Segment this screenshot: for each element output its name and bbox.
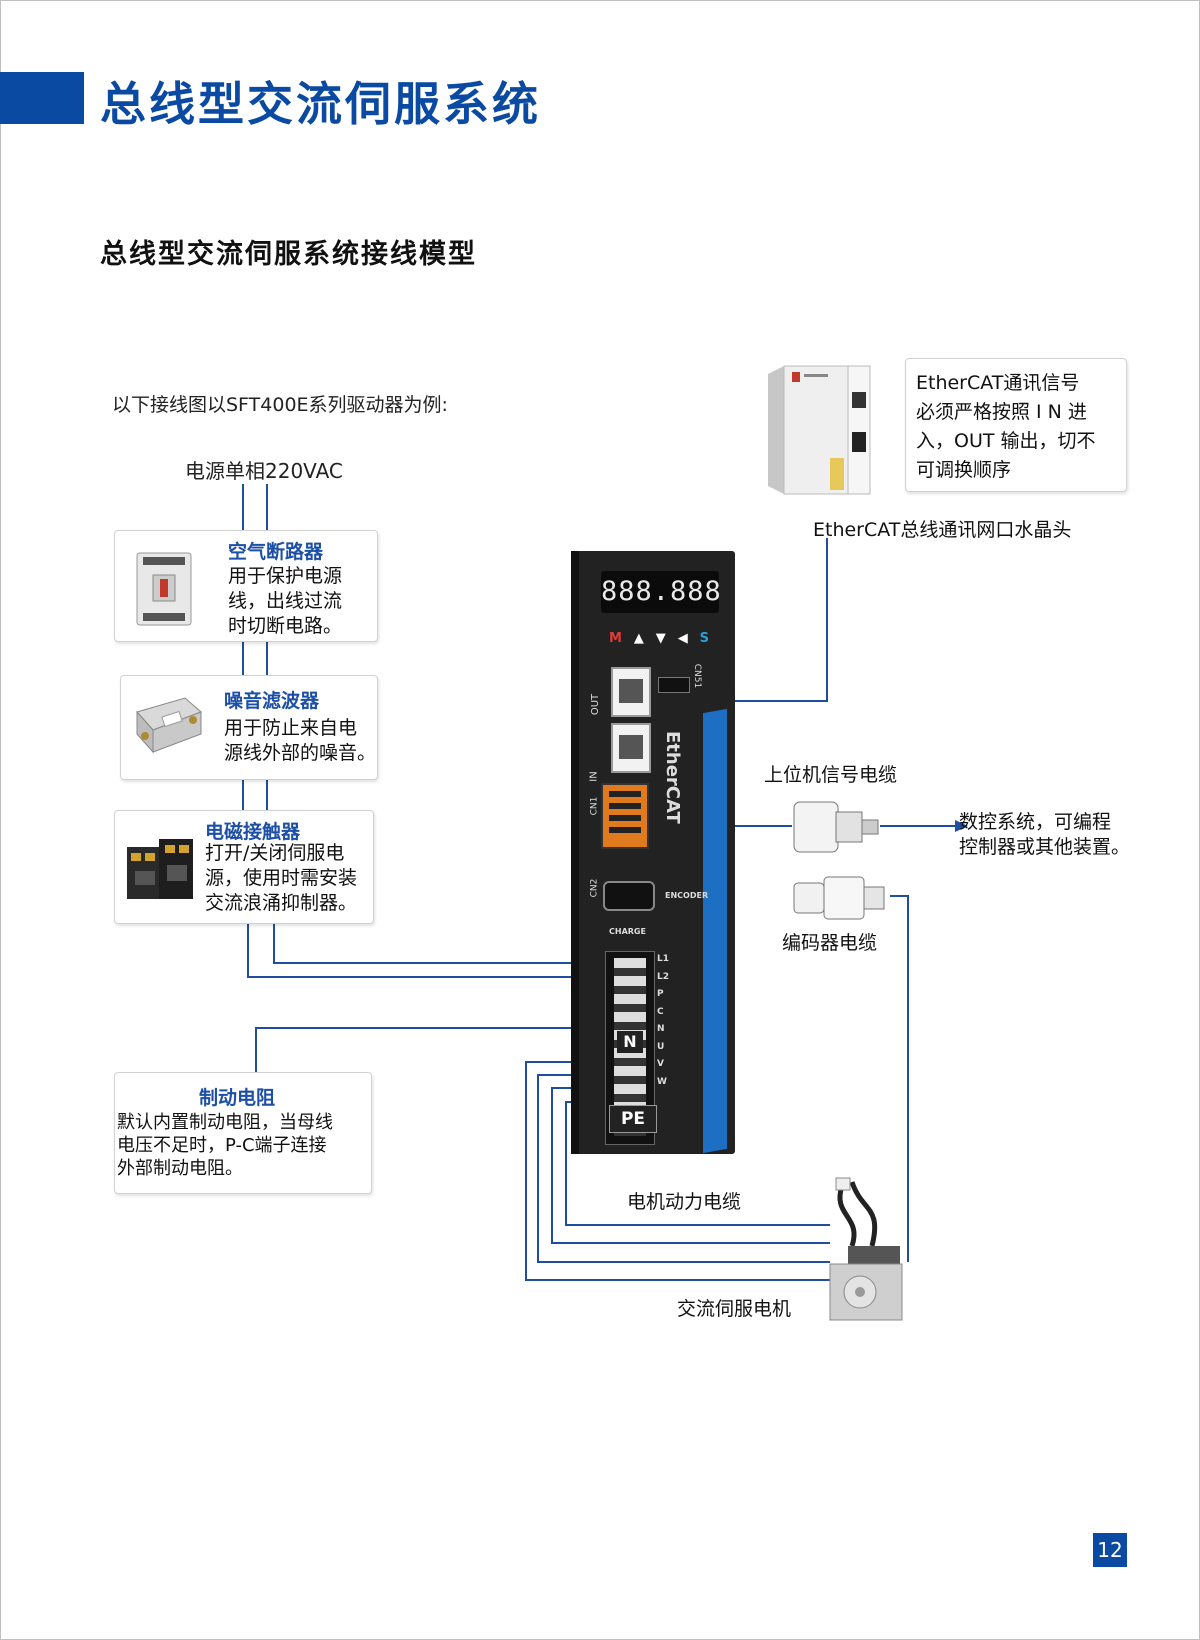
contactor-card: 电磁接触器 打开/关闭伺服电 源，使用时需安装 交流浪涌抑制器。	[114, 810, 374, 924]
cn51-label: CN51	[692, 663, 703, 689]
pe-terminal-label: PE	[609, 1105, 657, 1133]
charge-label: CHARGE	[609, 927, 646, 936]
host-cable-label: 上位机信号电缆	[764, 764, 898, 786]
ethercat-in-port[interactable]	[611, 723, 651, 773]
breaker-desc: 用于保护电源 线，出线过流 时切断电路。	[228, 565, 343, 637]
breaker-title: 空气断路器	[228, 541, 324, 563]
usb-port[interactable]	[658, 677, 690, 693]
ethercat-plug-label: EtherCAT总线通讯网口水晶头	[813, 519, 1072, 541]
in-port-label: IN	[588, 771, 600, 782]
terminal-w: W	[657, 1076, 667, 1087]
encoder-connector[interactable]	[603, 881, 655, 911]
led-display: 888.888	[601, 571, 721, 613]
down-button[interactable]: ▼	[655, 631, 666, 646]
cn2-label: CN2	[589, 878, 600, 898]
contactor-desc: 打开/关闭伺服电 源，使用时需安装 交流浪涌抑制器。	[205, 842, 358, 914]
encoder-connector-plug-icon	[793, 876, 885, 920]
out-port-label: OUT	[590, 693, 602, 716]
title-accent-bar	[0, 72, 84, 124]
terminal-n: N	[657, 1024, 665, 1034]
brake-resistor-title: 制动电阻	[199, 1087, 276, 1109]
noise-filter-icon	[136, 697, 202, 754]
encoder-cable-label: 编码器电缆	[782, 932, 878, 954]
n-terminal-label: N	[617, 1031, 643, 1053]
page-number: 12	[1093, 1533, 1127, 1567]
contactor-title: 电磁接触器	[205, 821, 301, 843]
power-supply-label: 电源单相220VAC	[185, 459, 343, 483]
ethercat-note: EtherCAT通讯信号 必须严格按照 I N 进 入，OUT 输出，切不 可调…	[905, 358, 1127, 492]
drive-blue-stripe	[703, 708, 727, 1154]
breaker-card: 空气断路器 用于保护电源 线，出线过流 时切断电路。	[114, 530, 378, 642]
brake-resistor-card: 制动电阻 默认内置制动电阻，当母线 电压不足时，P-C端子连接 外部制动电阻。	[114, 1072, 372, 1194]
terminal-v: V	[657, 1059, 664, 1069]
shift-button[interactable]: ◀	[677, 631, 688, 646]
servo-drive: 888.888 M ▲ ▼ ◀ S OUT IN CN51 EtherCAT C…	[571, 551, 735, 1154]
section-title: 总线型交流伺服系统接线模型	[100, 239, 477, 270]
host-signal-connector-icon	[793, 801, 879, 853]
ethercat-out-port[interactable]	[611, 667, 651, 717]
mode-button[interactable]: M	[609, 631, 622, 646]
contactor-icon	[127, 839, 193, 899]
cn1-connector[interactable]	[601, 783, 649, 849]
plc-controller-icon	[768, 365, 871, 495]
brake-resistor-desc: 默认内置制动电阻，当母线 电压不足时，P-C端子连接 外部制动电阻。	[117, 1112, 333, 1179]
ethercat-brand: EtherCAT	[662, 731, 683, 824]
encoder-port-label: ENCODER	[665, 891, 709, 900]
terminal-l2: L2	[657, 971, 669, 982]
drive-side-edge	[571, 551, 579, 1154]
servo-motor-label: 交流伺服电机	[677, 1298, 792, 1320]
motor-power-cable-label: 电机动力电缆	[627, 1191, 742, 1213]
terminal-p: P	[657, 989, 664, 999]
terminal-u: U	[657, 1041, 665, 1052]
filter-desc: 用于防止来自电 源线外部的噪音。	[224, 717, 377, 764]
host-devices-label: 数控系统，可编程 控制器或其他装置。	[959, 811, 1131, 858]
cn1-label: CN1	[589, 796, 600, 816]
set-button[interactable]: S	[699, 631, 709, 646]
drive-buttons: M ▲ ▼ ◀ S	[609, 631, 709, 647]
up-button[interactable]: ▲	[633, 631, 644, 646]
terminal-l1: L1	[657, 954, 669, 964]
circuit-breaker-icon	[136, 552, 192, 626]
terminal-labels: L1 L2 P C N U V W	[657, 951, 675, 1143]
filter-title: 噪音滤波器	[224, 690, 320, 712]
intro-text: 以下接线图以SFT400E系列驱动器为例:	[112, 394, 448, 416]
servo-motor-icon	[829, 1177, 903, 1321]
filter-card: 噪音滤波器 用于防止来自电 源线外部的噪音。	[120, 675, 378, 780]
terminal-c: C	[657, 1006, 664, 1017]
page-title: 总线型交流伺服系统	[100, 77, 541, 131]
ethercat-note-text: EtherCAT通讯信号 必须严格按照 I N 进 入，OUT 输出，切不 可调…	[916, 372, 1096, 481]
